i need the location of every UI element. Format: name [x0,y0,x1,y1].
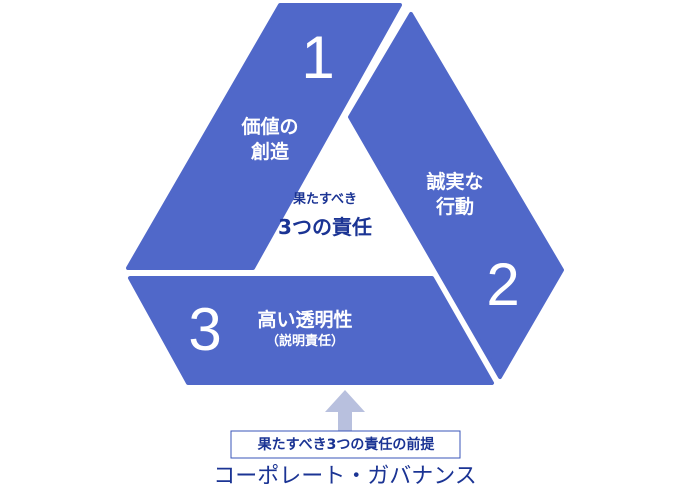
segment-1-number: 1 [301,24,335,91]
premise-box-border [230,430,461,459]
segment-1-shape [126,3,402,270]
up-arrow-icon [325,390,365,431]
segment-1-label-line2: 創造 [250,141,289,163]
segment-2-label-line2: 行動 [435,196,474,218]
segment-1-label-line1: 価値の [241,116,299,138]
center-label-line2: 3つの責任 [278,215,372,239]
segment-1-label: 価値の 創造 [220,115,320,165]
segment-3-label-line2: （説明責任） [265,334,344,349]
segment-2-label: 誠実な 行動 [405,170,505,220]
segment-3-shape [128,276,494,385]
segment-3-number: 3 [188,296,222,363]
segment-2-label-line1: 誠実な [426,171,484,193]
premise-box-label: 果たすべき3つの責任の前提 [257,437,435,453]
segment-2-number: 2 [486,251,520,318]
segment-3-label: 高い透明性 （説明責任） [240,308,370,352]
segment-2-shape [348,12,564,379]
center-label-line1: 果たすべき [292,192,358,207]
footer-title: コーポレート・ガバナンス [213,464,477,489]
center-label: 果たすべき 3つの責任 [270,190,380,244]
segment-3-label-line1: 高い透明性 [257,309,353,331]
